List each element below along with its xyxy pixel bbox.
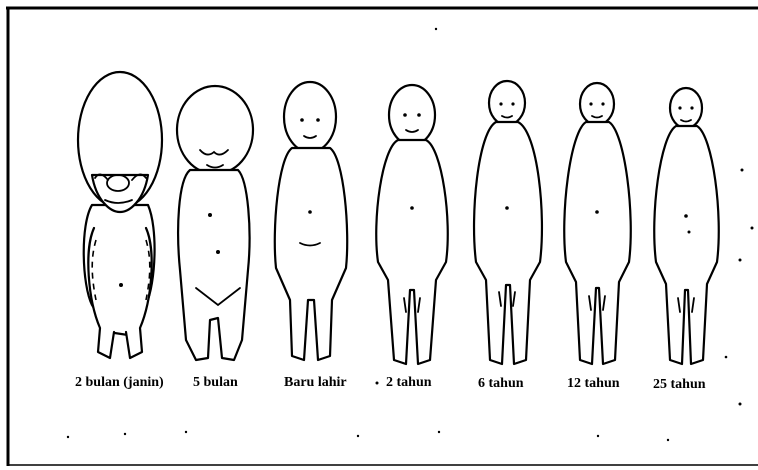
- label-5-bulan: 5 bulan: [193, 375, 238, 390]
- stage-labels: 2 bulan (janin) 5 bulan Baru lahir 2 tah…: [75, 375, 706, 392]
- label-2-bulan-janin: 2 bulan (janin): [75, 375, 164, 390]
- figure-fetus-2-months: [78, 72, 162, 358]
- label-2-tahun: 2 tahun: [386, 375, 432, 390]
- figure-2-years: [376, 85, 448, 364]
- label-12-tahun: 12 tahun: [567, 376, 620, 391]
- figure-25-years: [654, 88, 719, 364]
- label-baru-lahir: Baru lahir: [284, 375, 347, 390]
- label-25-tahun: 25 tahun: [653, 377, 706, 392]
- figure-newborn: [275, 82, 347, 360]
- figure-6-years: [474, 81, 542, 364]
- figure-12-years: [564, 83, 631, 364]
- figure-fetus-5-months: [177, 86, 253, 360]
- label-6-tahun: 6 tahun: [478, 376, 524, 391]
